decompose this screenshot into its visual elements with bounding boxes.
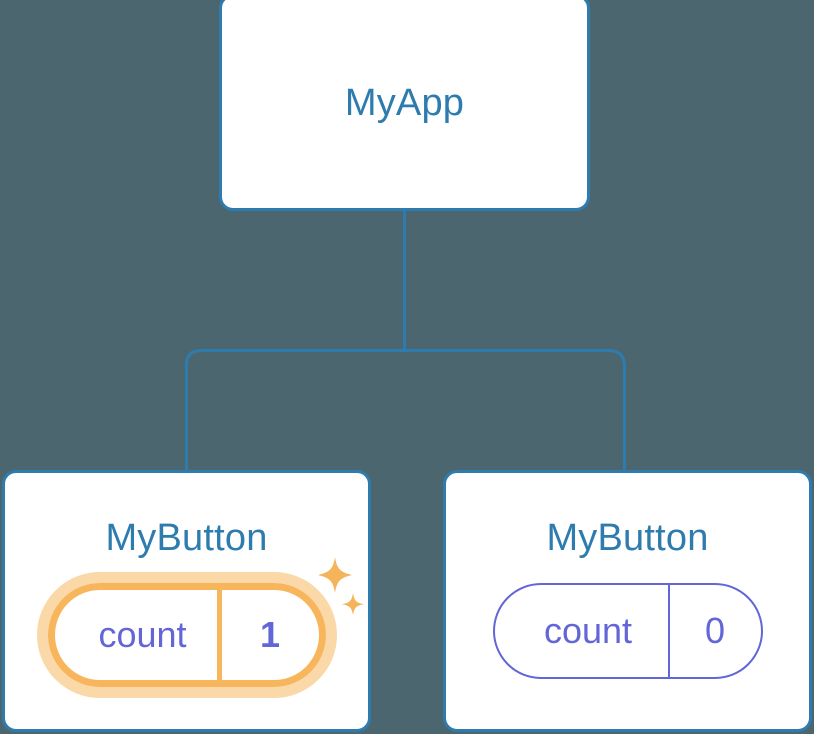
state-key-label: count: [55, 590, 222, 680]
connector-branch-bar: [185, 349, 626, 472]
state-value-label: 1: [259, 614, 281, 655]
state-badge-count[interactable]: count 1: [47, 583, 326, 687]
state-key-label: count: [495, 585, 670, 677]
node-mybutton-highlighted[interactable]: MyButton count 1: [2, 470, 371, 732]
state-badge-wrapper: count 1: [36, 557, 364, 698]
node-title: MyApp: [344, 81, 465, 124]
state-badge-wrapper: count 0: [492, 583, 763, 679]
state-badge-count[interactable]: count 0: [492, 583, 763, 679]
node-title: MyButton: [546, 517, 709, 559]
sparkle-small-icon: [341, 593, 364, 615]
sparkle-large-icon: [317, 557, 352, 593]
node-title: MyButton: [105, 517, 268, 559]
node-myapp[interactable]: MyApp: [219, 0, 590, 211]
state-value-label: 0: [704, 610, 726, 651]
node-mybutton-plain[interactable]: MyButton count 0: [443, 470, 812, 732]
